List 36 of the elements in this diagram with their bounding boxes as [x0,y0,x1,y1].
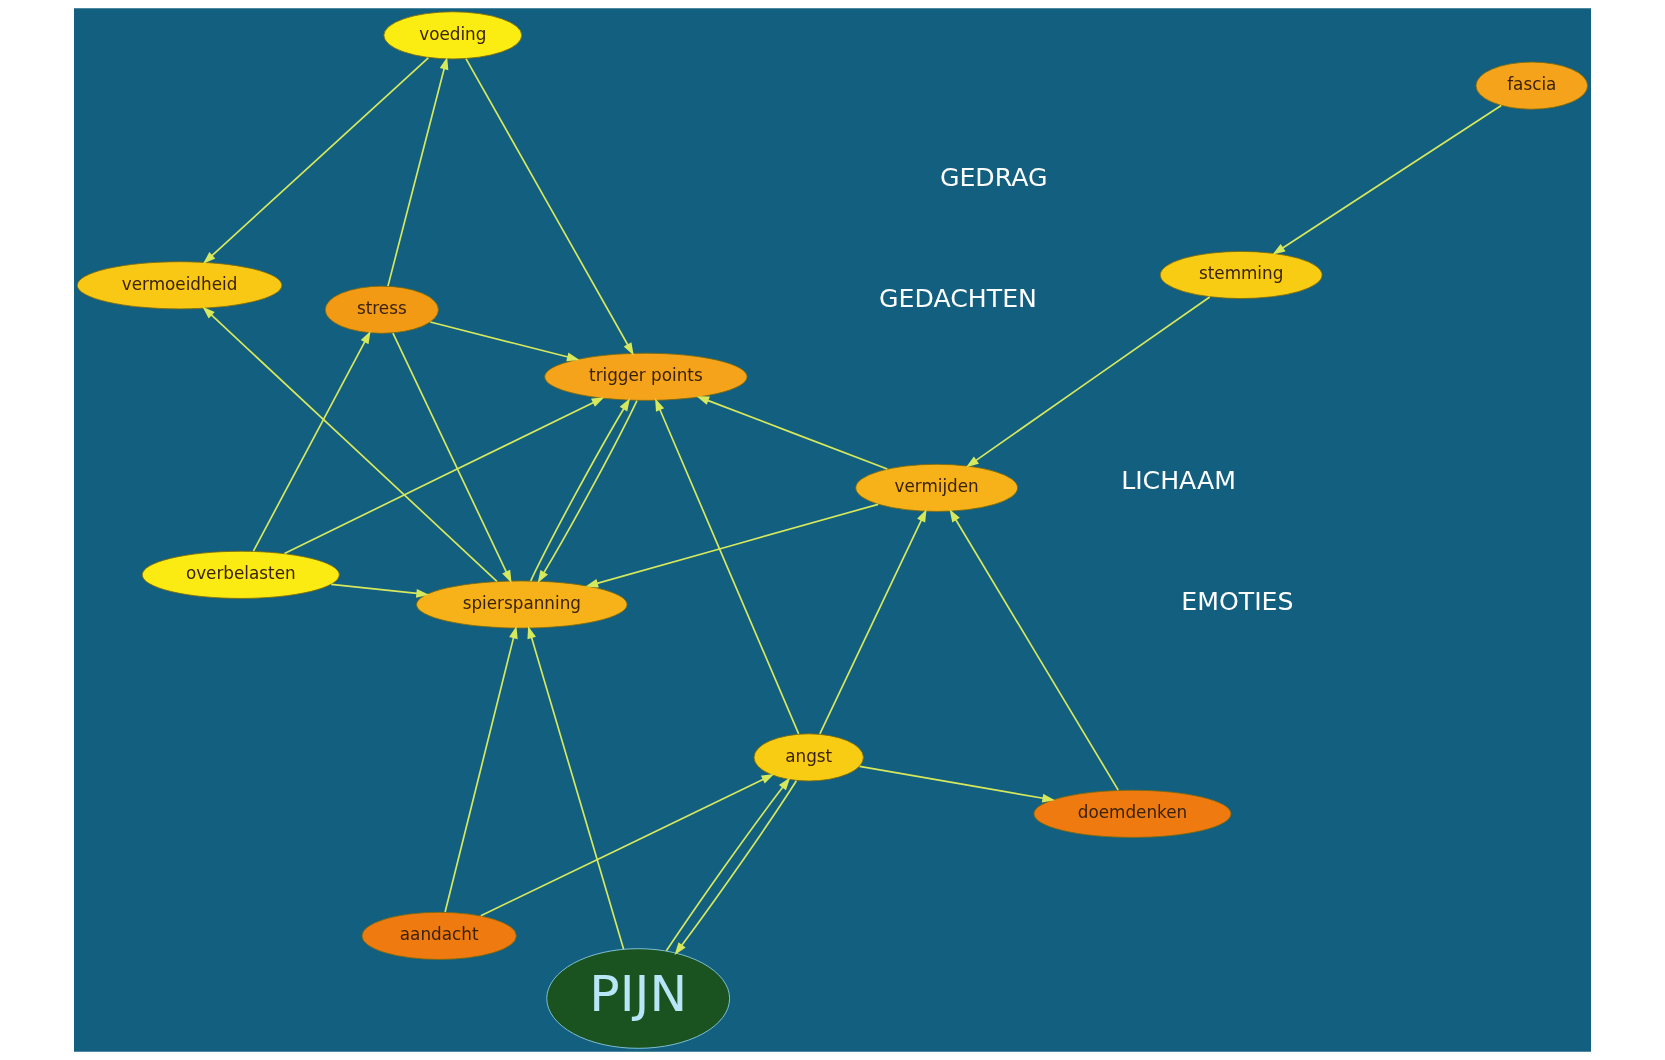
arrow [527,625,625,950]
arrow [252,330,371,552]
label: GEDACHTEN [879,284,1037,314]
arrow [1272,104,1503,255]
arrow [696,396,889,470]
arrow [330,583,429,598]
arrow [529,398,630,582]
arrow [465,58,634,356]
arrow [429,321,580,362]
arrow [537,399,638,583]
arrow [858,765,1056,803]
label: GEDRAG [939,163,1048,193]
arrow [202,306,498,583]
node-ellipse: aandacht [361,911,517,960]
arrow [283,397,605,555]
node-ellipse: stemming [1159,250,1323,299]
arrow [949,509,1120,791]
arrow [480,774,775,917]
arrow [966,296,1211,468]
node-ellipse: vermijden [855,463,1019,512]
node-ellipse: stress [324,285,439,334]
label: EMOTIES [1181,586,1294,616]
arrow [203,56,430,264]
arrow [392,332,512,584]
node-ellipse: doemdenken [1033,789,1232,838]
arrow [444,625,518,913]
node-ellipse: fascia [1475,61,1589,110]
node-ellipse: overbelasten [141,550,340,599]
arrow [819,509,927,735]
node-ellipse: voeding [383,11,523,60]
node-ellipse: vermoeidheid [76,261,283,310]
node-ellipse: PIJN [546,948,730,1049]
label: LICHAAM [1121,465,1237,495]
arrow [387,56,449,287]
arrow [585,503,879,588]
arrow [655,398,800,735]
